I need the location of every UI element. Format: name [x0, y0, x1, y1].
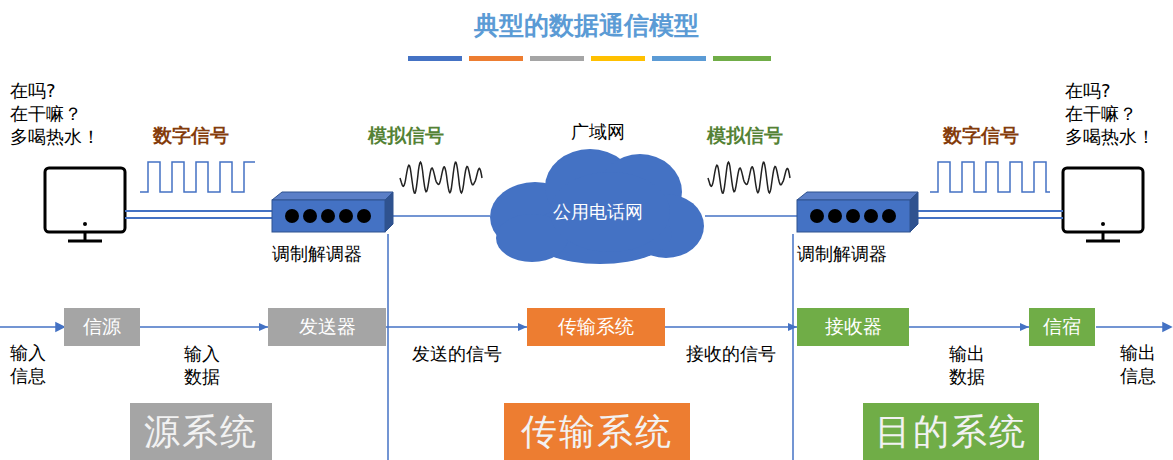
process-box: 接收器 [797, 308, 909, 346]
io-label: 输出 信息 [1120, 342, 1160, 387]
process-box: 传输系统 [527, 308, 665, 346]
analog-wave [708, 162, 790, 193]
chat-message: 多喝热水！ [10, 126, 100, 149]
edge-label: 输入 数据 [184, 343, 224, 388]
edge-label: 接收的信号 [686, 343, 776, 366]
modem-led [846, 209, 860, 223]
output-arrow [1096, 326, 1164, 328]
chat-message: 多喝热水！ [1065, 126, 1155, 149]
digital-wave [140, 162, 255, 192]
box-text: 传输系统 [521, 408, 673, 457]
box-text: 传输系统 [558, 314, 634, 340]
diagram-title: 典型的数据通信模型 [0, 10, 1173, 41]
cable-line [125, 217, 272, 219]
modem-led [339, 209, 353, 223]
modem-side [385, 192, 393, 232]
bar-segment [652, 56, 706, 61]
bar-segment [591, 56, 645, 61]
modem-led [285, 209, 299, 223]
divider [388, 234, 793, 460]
connector [140, 326, 268, 328]
modem-side [910, 192, 918, 232]
modem-label: 调制解调器 [797, 242, 887, 266]
cloud: 广域网公用电话网 [490, 142, 705, 265]
bar-segment [530, 56, 584, 61]
network-label: 公用电话网 [490, 200, 705, 224]
bar-segment [408, 56, 462, 61]
stand [1102, 232, 1105, 240]
process-box: 信源 [64, 308, 140, 346]
connector [386, 326, 527, 328]
box-text: 信宿 [1043, 314, 1081, 340]
chat-message: 在干嘛？ [10, 103, 82, 126]
signal-name: 模拟信号 [368, 124, 444, 148]
system-band: 目的系统 [863, 403, 1039, 460]
screen [1063, 168, 1143, 232]
modem-shape [797, 200, 910, 232]
analog-wave [400, 162, 482, 193]
box-text: 源系统 [144, 408, 258, 457]
digital-wave [930, 162, 1050, 192]
modem-front [272, 200, 385, 232]
io-label: 输入 信息 [10, 342, 50, 387]
signal-name: 数字信号 [943, 124, 1019, 148]
modem-led [303, 209, 317, 223]
box-text: 接收器 [825, 314, 882, 340]
modem-top [797, 192, 918, 200]
monitor-left [45, 168, 125, 241]
connector [909, 326, 1029, 328]
network-name: 广域网 [490, 120, 705, 144]
arrow-head [56, 323, 64, 331]
modem-label: 调制解调器 [272, 242, 362, 266]
modem: 调制解调器 [272, 200, 385, 232]
system-band: 源系统 [130, 403, 272, 460]
power-dot [1101, 222, 1105, 226]
connector [385, 215, 490, 217]
connector [665, 326, 797, 328]
signal-name: 数字信号 [153, 124, 229, 148]
box-text: 目的系统 [875, 408, 1027, 457]
edge-label: 发送的信号 [412, 343, 502, 366]
stand [84, 232, 87, 240]
modem: 调制解调器 [797, 200, 910, 232]
process-box: 发送器 [268, 308, 386, 346]
edge-label: 输出 数据 [949, 343, 989, 388]
chat-message: 在干嘛？ [1065, 103, 1137, 126]
cable-line [125, 210, 272, 212]
arrow-head [1163, 323, 1171, 331]
monitor-right [1063, 168, 1143, 241]
modem-top [272, 192, 393, 200]
process-box: 信宿 [1029, 308, 1095, 346]
color-bar [408, 56, 771, 61]
divider-line [387, 234, 389, 460]
screen [45, 168, 125, 232]
power-dot [83, 222, 87, 226]
chat-message: 在吗? [10, 80, 56, 103]
bar-segment [713, 56, 771, 61]
input-arrow [0, 326, 58, 328]
signal-name: 模拟信号 [707, 124, 783, 148]
stand-base [68, 240, 102, 243]
modem-led [810, 209, 824, 223]
connector [705, 215, 797, 217]
chat-message: 在吗? [1065, 80, 1111, 103]
stand-base [1086, 240, 1120, 243]
modem-led [321, 209, 335, 223]
modem-front [797, 200, 910, 232]
modem-led [864, 209, 878, 223]
modem-led [828, 209, 842, 223]
bar-segment [469, 56, 523, 61]
modem-led [882, 209, 896, 223]
box-text: 发送器 [299, 314, 356, 340]
box-text: 信源 [83, 314, 121, 340]
system-band: 传输系统 [504, 403, 690, 460]
cable-line [910, 210, 1063, 212]
divider-line [792, 234, 794, 460]
modem-shape [272, 200, 385, 232]
cable-line [910, 217, 1063, 219]
modem-led [357, 209, 371, 223]
